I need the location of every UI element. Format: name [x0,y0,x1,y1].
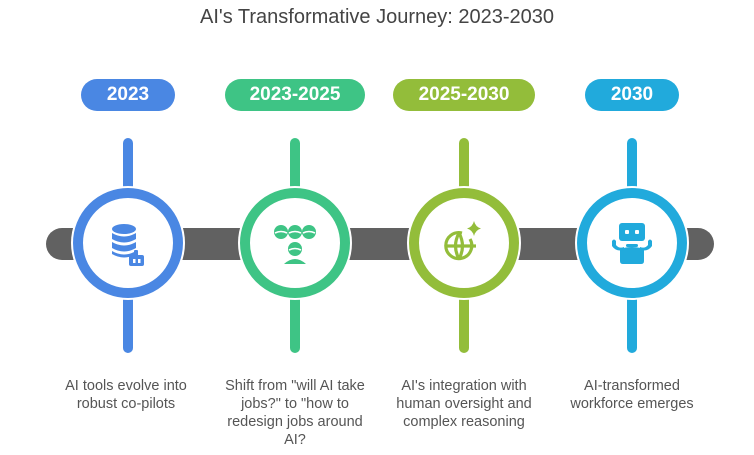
stage-description: Shift from "will AI take jobs?" to "how … [225,378,365,448]
connector-top [290,138,300,208]
stage-label-pill: 2030 [585,79,679,111]
globe-sparkle-icon [444,221,481,261]
connector-top [459,138,469,208]
stage-label-pill: 2025-2030 [393,79,535,111]
stage-description: AI-transformed workforce emerges [570,378,694,412]
connector-top [123,138,133,208]
stage-description: AI tools evolve into robust co-pilots [65,378,187,412]
database-robot-icon [112,224,144,266]
timeline-stage-2023: 2023 AI tools evolve into robust co-pilo… [48,0,208,455]
stage-ring [577,188,687,298]
connector-bottom [290,280,300,353]
robot-icon [612,223,652,264]
stage-ring [73,188,183,298]
stage-ring [409,188,519,298]
timeline-stage-2023-2025: 2023-2025 Shift from "will AI take jobs?… [215,0,375,455]
stage-label-pill: 2023 [81,79,175,111]
connector-bottom [459,280,469,353]
timeline-stage-2025-2030: 2025-2030 AI's integration with human ov… [384,0,544,455]
stage-label-pill: 2023-2025 [225,79,365,111]
connector-top [627,138,637,208]
timeline-stage-2030: 2030 AI-transformed workforce emerges [552,0,712,455]
page-title: AI's Transformative Journey: 2023-2030 [199,6,554,28]
connector-bottom [123,280,133,353]
stage-description: AI's integration with human oversight an… [396,378,532,430]
connector-bottom [627,280,637,353]
team-people-icon [274,225,316,264]
